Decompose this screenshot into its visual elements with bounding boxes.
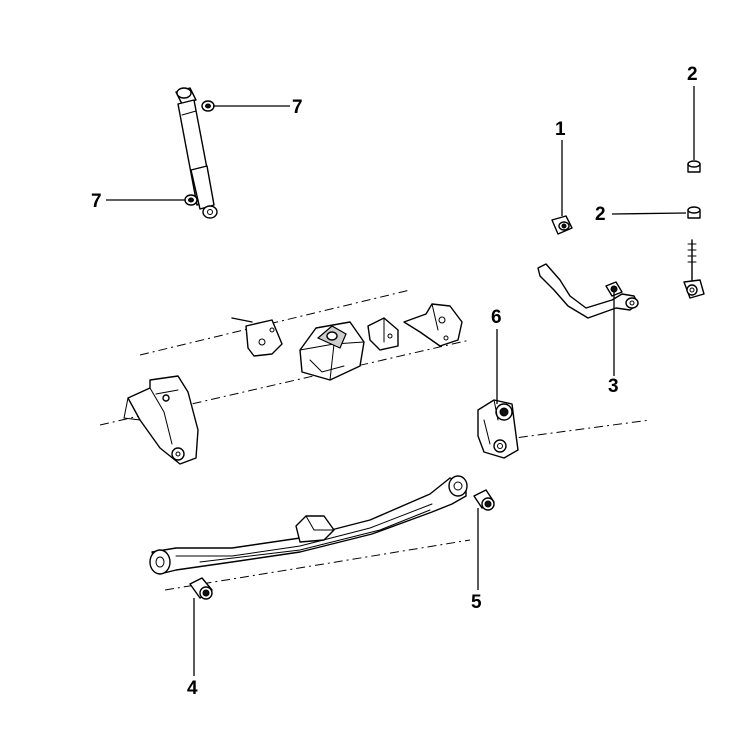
leaf-spring (149, 475, 468, 575)
bushing-1 (551, 215, 573, 235)
callout-4: 4 (187, 678, 198, 699)
callout-7-upper: 7 (292, 97, 303, 118)
stabilizer-bar (537, 263, 639, 319)
callout-5: 5 (471, 592, 482, 613)
callout-2-upper: 2 (687, 64, 698, 85)
bushing-4 (189, 577, 213, 600)
bushing-2-lower (687, 206, 701, 219)
bushing-7-lower (184, 194, 198, 206)
stabilizer-bushing-3 (605, 281, 623, 297)
leader-lines (106, 86, 695, 676)
frame-brackets (123, 303, 463, 465)
leader-2b (611, 212, 687, 215)
callout-7-lower: 7 (91, 191, 102, 212)
callout-3: 3 (608, 376, 619, 397)
spring-shackle (477, 399, 519, 459)
stabilizer-link (683, 239, 705, 299)
callout-labels: 1 2 2 3 4 5 6 7 7 (91, 64, 698, 699)
callout-1: 1 (555, 119, 566, 140)
bushing-5 (473, 489, 495, 511)
bushing-2-upper (687, 160, 701, 173)
bushing-7-upper (201, 100, 215, 112)
callout-6: 6 (491, 307, 502, 328)
shock-absorber (175, 87, 218, 219)
callout-2-lower: 2 (595, 204, 606, 225)
